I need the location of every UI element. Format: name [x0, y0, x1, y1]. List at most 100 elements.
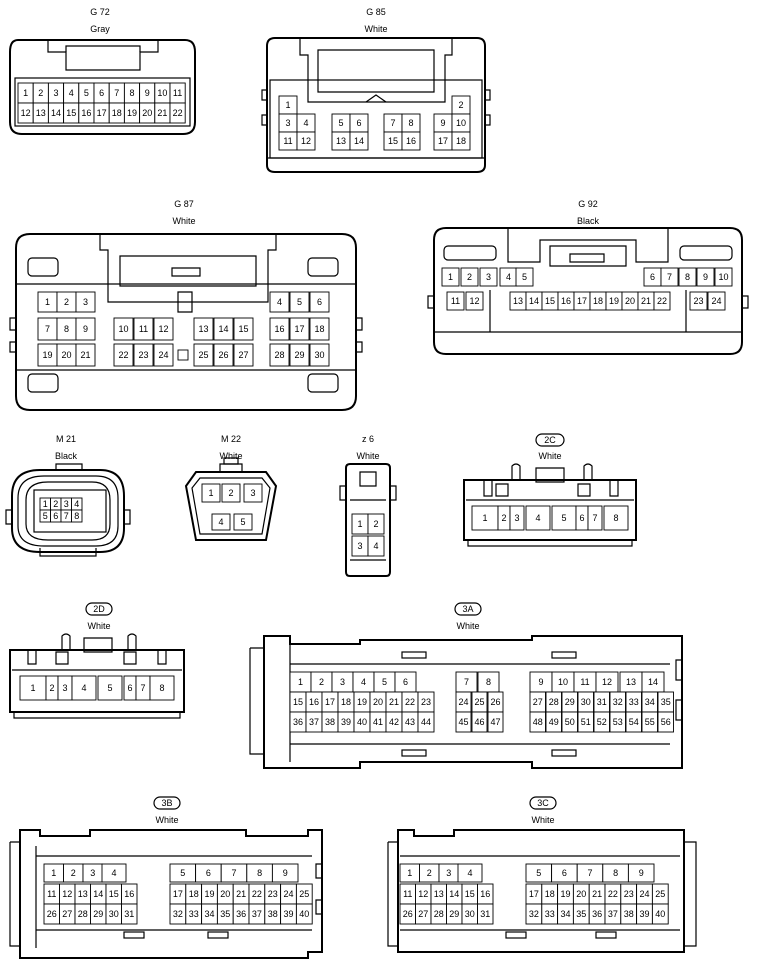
pin-number: 27 — [238, 350, 248, 360]
pin-number: 24 — [458, 697, 468, 707]
pin-number: 39 — [283, 909, 293, 919]
pin-number: 4 — [69, 88, 74, 98]
connector-name: z 6 — [362, 434, 374, 444]
pin-cell — [295, 903, 313, 925]
pin-number: 37 — [309, 717, 319, 727]
pin-number: 32 — [529, 909, 539, 919]
pin-number: 30 — [109, 909, 119, 919]
pin-number: 7 — [114, 88, 119, 98]
pin-number: 31 — [597, 697, 607, 707]
pin-number: 17 — [294, 324, 304, 334]
connector-housing — [9, 39, 196, 135]
pin-cell — [296, 131, 316, 151]
pin-number: 4 — [74, 499, 79, 509]
pin-number: 18 — [341, 697, 351, 707]
pin-number: 3 — [90, 868, 95, 878]
pin-number: 18 — [314, 324, 324, 334]
pin-number: 16 — [274, 324, 284, 334]
pin-number: 12 — [301, 136, 311, 146]
pin-cell — [451, 131, 471, 151]
pin-cell — [577, 711, 594, 733]
pin-cell — [269, 291, 290, 313]
pin-cell — [457, 863, 483, 883]
pin-cell — [446, 291, 465, 311]
pin-cell — [169, 102, 186, 124]
connector-color: Black — [55, 451, 78, 461]
pin-number: 35 — [576, 909, 586, 919]
pin-cell — [221, 483, 241, 503]
pin-number: 13 — [626, 677, 636, 687]
pin-cell — [707, 291, 726, 311]
pin-number: 1 — [298, 677, 303, 687]
pin-number: 31 — [124, 909, 134, 919]
pin-cell — [455, 711, 472, 733]
pin-cell — [714, 267, 733, 287]
pin-number: 13 — [434, 889, 444, 899]
pin-number: 26 — [47, 909, 57, 919]
pin-number: 3 — [53, 88, 58, 98]
pin-cell — [696, 267, 715, 287]
pin-number: 30 — [465, 909, 475, 919]
connector-color: White — [538, 451, 561, 461]
pin-number: 14 — [218, 324, 228, 334]
pin-cell — [233, 317, 254, 341]
pin-number: 13 — [336, 136, 346, 146]
pin-number: 7 — [64, 511, 69, 521]
pin-number: 2 — [38, 88, 43, 98]
pin-number: 9 — [145, 88, 150, 98]
pin-cell — [193, 343, 214, 367]
pin-cell — [243, 483, 263, 503]
pin-cell — [269, 343, 290, 367]
connector-name: G 92 — [578, 199, 598, 209]
pin-number: 34 — [560, 909, 570, 919]
pin-number: 29 — [294, 350, 304, 360]
pin-number: 9 — [283, 868, 288, 878]
pin-cell — [487, 711, 504, 733]
connector-badge — [454, 602, 482, 616]
pin-number: 3 — [357, 541, 362, 551]
pin-number: 4 — [535, 513, 540, 523]
pin-number: 23 — [268, 889, 278, 899]
pin-number: 36 — [592, 909, 602, 919]
pin-cell — [401, 131, 421, 151]
pin-number: 33 — [629, 697, 639, 707]
pin-number: 33 — [189, 909, 199, 919]
pin-cell — [149, 675, 175, 701]
pin-number: 40 — [357, 717, 367, 727]
pin-number: 10 — [558, 677, 568, 687]
pin-number: 9 — [440, 118, 445, 128]
pin-number: 14 — [51, 108, 61, 118]
pin-number: 8 — [486, 677, 491, 687]
pin-number: 21 — [641, 296, 651, 306]
pin-cell — [19, 675, 47, 701]
pin-number: 7 — [667, 272, 672, 282]
pin-number: 5 — [43, 511, 48, 521]
pin-number: 29 — [93, 909, 103, 919]
pin-number: 4 — [81, 683, 86, 693]
pin-cell — [71, 509, 83, 523]
pin-number: 18 — [456, 136, 466, 146]
pin-number: 6 — [206, 868, 211, 878]
pin-number: 5 — [382, 677, 387, 687]
pin-number: 2 — [64, 297, 69, 307]
pin-number: 52 — [597, 717, 607, 727]
pin-number: 15 — [109, 889, 119, 899]
pin-number: 28 — [549, 697, 559, 707]
pin-number: 6 — [562, 868, 567, 878]
pin-number: 53 — [613, 717, 623, 727]
pin-number: 15 — [66, 108, 76, 118]
pin-cell — [515, 267, 534, 287]
pin-number: 23 — [138, 350, 148, 360]
pin-number: 51 — [581, 717, 591, 727]
pin-number: 40 — [655, 909, 665, 919]
pin-number: 42 — [389, 717, 399, 727]
pin-number: 4 — [218, 517, 223, 527]
pin-number: 6 — [99, 88, 104, 98]
